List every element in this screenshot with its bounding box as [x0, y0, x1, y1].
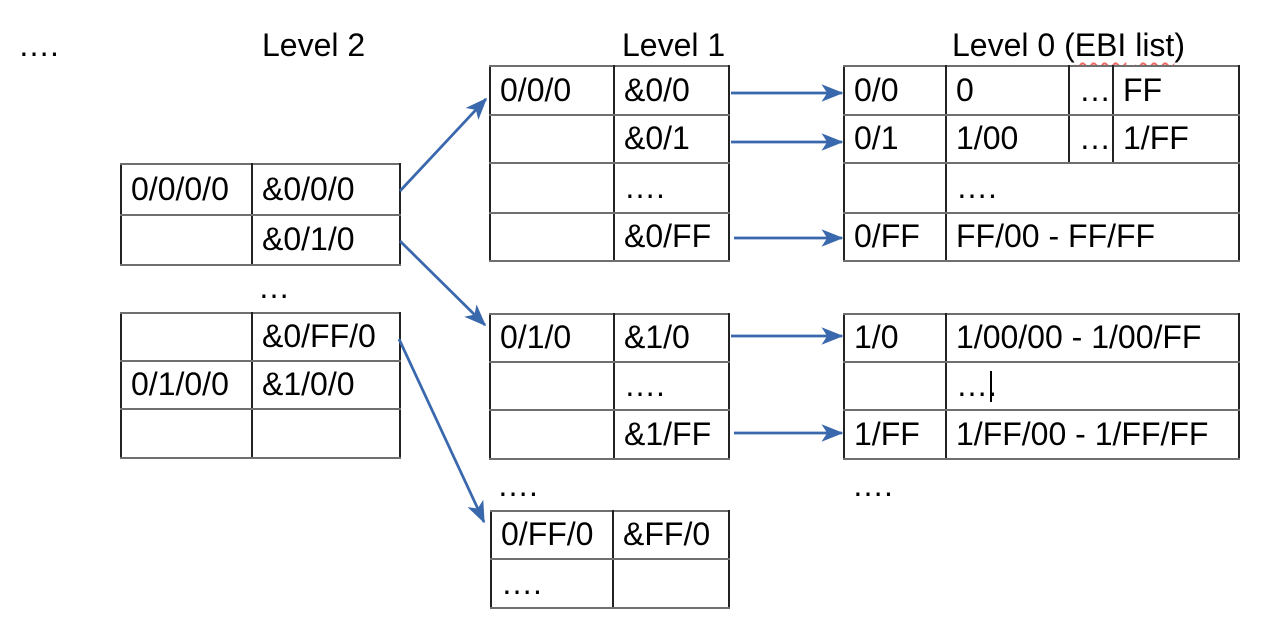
table-row: 0/1/0 &1/0 — [489, 313, 730, 363]
table-cell — [489, 162, 615, 214]
table-cell — [489, 114, 615, 164]
text-caret — [990, 371, 992, 402]
table-cell — [612, 558, 730, 609]
table-row: &1/FF — [489, 409, 730, 460]
heading-level0-prefix: Level 0 ( — [952, 27, 1075, 63]
table-cell: &0/FF/0 — [251, 312, 401, 362]
table-row: 1/FF 1/FF/00 - 1/FF/FF — [843, 409, 1240, 460]
table-row: &0/FF — [489, 212, 730, 262]
table-cell: 1/FF — [843, 409, 947, 460]
table-cell: …. — [490, 558, 614, 609]
table-row: 0/0/0/0 &0/0/0 — [120, 163, 401, 216]
table-cell — [120, 408, 253, 459]
table-cell: …. — [613, 162, 730, 214]
level0-upper-table: 0/0 0 … FF 0/1 1/00 … 1/FF …. 0/FF FF/00… — [843, 65, 1240, 262]
table-cell — [843, 361, 947, 411]
table-row: &0/FF/0 — [120, 312, 401, 362]
table-cell: 1/00/00 - 1/00/FF — [945, 313, 1240, 363]
table-cell — [489, 212, 615, 262]
table-cell: &1/FF — [613, 409, 730, 460]
misspelled-word-list: list — [1135, 27, 1175, 63]
table-cell — [489, 361, 615, 411]
table-cell — [120, 312, 253, 362]
table-row: &0/1 — [489, 114, 730, 164]
table-row: 0/0 0 … FF — [843, 65, 1240, 116]
table-cell: FF — [1112, 65, 1240, 116]
table-row: 0/1/0/0 &1/0/0 — [120, 360, 401, 410]
arrow-l2-0-FF-0-to-l1-bottom — [397, 338, 486, 524]
table-cell: 0/1/0/0 — [120, 360, 253, 410]
table-cell: 0/0/0 — [489, 65, 615, 116]
table-cell: &FF/0 — [612, 510, 730, 560]
table-cell: &0/FF — [613, 212, 730, 262]
table-cell: &0/1/0 — [251, 214, 401, 266]
table-cell: 0/1 — [843, 114, 947, 164]
table-cell: &1/0 — [613, 313, 730, 363]
table-row: …. — [843, 361, 1240, 411]
table-cell: &0/1 — [613, 114, 730, 164]
heading-level-0: Level 0 (EBI list) — [952, 26, 1185, 64]
table-cell: &1/0/0 — [251, 360, 401, 410]
table-cell: 1/FF — [1112, 114, 1240, 164]
arrow-l2-0-0-0-to-l1-upper — [398, 97, 488, 192]
table-cell: 1/00 — [945, 114, 1070, 164]
table-cell: 1/FF/00 - 1/FF/FF — [945, 409, 1240, 460]
table-cell: 0/0/0/0 — [120, 163, 253, 216]
table-row: 0/1 1/00 … 1/FF — [843, 114, 1240, 164]
heading-level0-space — [1126, 27, 1135, 63]
ellipsis-above-level1-bottom-table: …. — [497, 467, 538, 503]
table-cell: …. — [613, 361, 730, 411]
level0-lower-table: 1/0 1/00/00 - 1/00/FF …. 1/FF 1/FF/00 - … — [843, 313, 1240, 460]
table-cell: 1/0 — [843, 313, 947, 363]
ellipsis-top-left: …. — [18, 27, 59, 63]
table-row: 1/0 1/00/00 - 1/00/FF — [843, 313, 1240, 363]
table-cell: &0/0 — [613, 65, 730, 116]
level1-upper-table: 0/0/0 &0/0 &0/1 …. &0/FF — [489, 65, 730, 262]
table-row: …. — [490, 558, 730, 609]
table-row: 0/FF/0 &FF/0 — [490, 510, 730, 560]
table-cell: 0/FF/0 — [490, 510, 614, 560]
table-cell — [251, 408, 401, 459]
table-cell — [489, 409, 615, 460]
table-cell — [120, 214, 253, 266]
level1-lower-table: 0/1/0 &1/0 …. &1/FF — [489, 313, 730, 460]
table-row: …. — [489, 162, 730, 214]
level2-upper-table: 0/0/0/0 &0/0/0 &0/1/0 — [120, 163, 401, 266]
table-cell: … — [1068, 65, 1114, 116]
table-row — [120, 408, 401, 459]
table-cell: …. — [945, 361, 1240, 411]
table-row: 0/FF FF/00 - FF/FF — [843, 212, 1240, 262]
table-cell: …. — [945, 162, 1240, 214]
heading-level-1: Level 1 — [622, 27, 726, 63]
table-cell: 0/0 — [843, 65, 947, 116]
table-row: &0/1/0 — [120, 214, 401, 266]
table-cell: … — [1068, 114, 1114, 164]
table-cell: 0/FF — [843, 212, 947, 262]
ellipsis-below-level0-lower-table: …. — [852, 467, 893, 503]
table-row: …. — [489, 361, 730, 411]
table-cell: 0/1/0 — [489, 313, 615, 363]
table-cell: FF/00 - FF/FF — [945, 212, 1240, 262]
misspelled-word-ebi: EBI — [1074, 27, 1127, 63]
table-cell: &0/0/0 — [251, 163, 401, 216]
ellipsis-between-level2-tables: … — [258, 269, 290, 305]
heading-level-2: Level 2 — [262, 27, 366, 63]
level1-bottom-table: 0/FF/0 &FF/0 …. — [490, 510, 730, 609]
heading-level0-suffix: ) — [1174, 27, 1185, 63]
arrow-l2-0-1-0-to-l1-lower — [399, 240, 487, 327]
table-cell — [843, 162, 947, 214]
table-row: 0/0/0 &0/0 — [489, 65, 730, 116]
table-cell: 0 — [945, 65, 1070, 116]
table-row: …. — [843, 162, 1240, 214]
level2-lower-table: &0/FF/0 0/1/0/0 &1/0/0 — [120, 312, 401, 459]
